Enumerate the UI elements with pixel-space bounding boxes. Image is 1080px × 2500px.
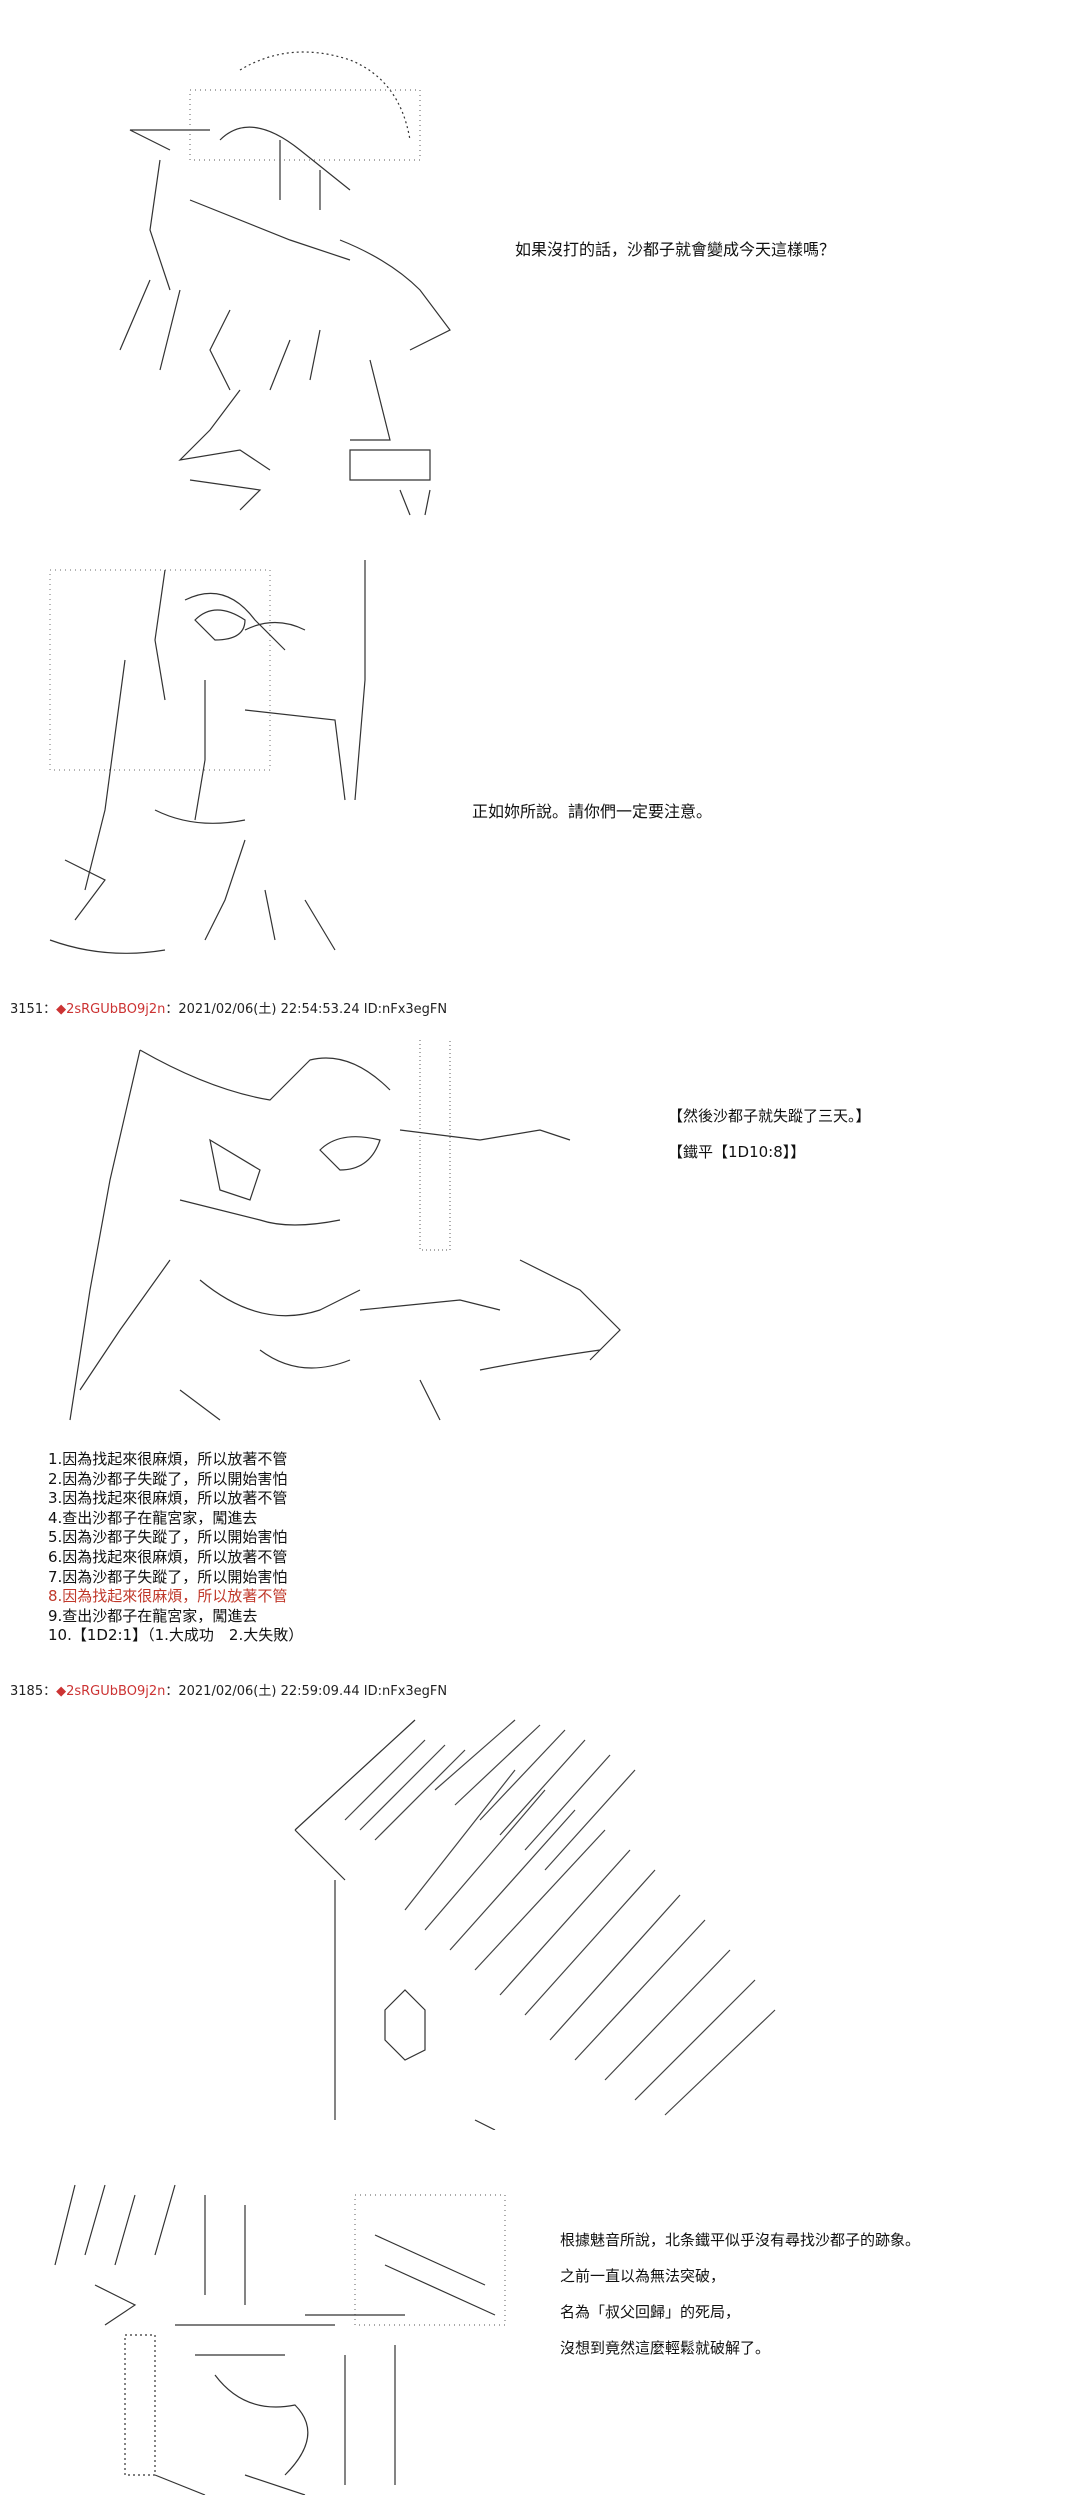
choice-item-4: 4.查出沙都子在龍宮家，闖進去 bbox=[48, 1508, 258, 1527]
post-3151-line-1: 【然後沙都子就失蹤了三天。】 bbox=[668, 1107, 871, 1125]
post-header-3151: 3151：◆2sRGUbBO9j2n：2021/02/06(土) 22:54:5… bbox=[10, 1002, 448, 1017]
choice-item-10: 10.【1D2:1】（1.大成功 2.大失敗） bbox=[48, 1626, 304, 1645]
post-date: 2021/02/06(土) 22:54:53.24 ID:nFx3egFN bbox=[178, 1002, 448, 1017]
post-header-3185: 3185：◆2sRGUbBO9j2n：2021/02/06(土) 22:59:0… bbox=[10, 1684, 448, 1699]
choice-item-5: 5.因為沙都子失蹤了，所以開始害怕 bbox=[48, 1528, 288, 1547]
narration-line-3: 名為「叔父回歸」的死局， bbox=[560, 2303, 741, 2321]
post-3151-line-2: 【鐵平【1D10:8】】 bbox=[668, 1143, 806, 1161]
narration-block: 根據魅音所說，北条鐵平似乎沒有尋找沙都子的跡象。 之前一直以為無法突破， 名為「… bbox=[560, 2222, 920, 2366]
narration-line-2: 之前一直以為無法突破， bbox=[560, 2267, 726, 2285]
post-number: 3185 bbox=[10, 1684, 44, 1699]
ascii-art-girl bbox=[90, 30, 490, 520]
trip-code[interactable]: ◆2sRGUbBO9j2n bbox=[56, 1684, 166, 1699]
post-date: 2021/02/06(土) 22:59:09.44 ID:nFx3egFN bbox=[178, 1684, 448, 1699]
narration-line-4: 沒想到竟然這麼輕鬆就破解了。 bbox=[560, 2339, 771, 2357]
choice-item-8-selected: 8.因為找起來很麻煩，所以放著不管 bbox=[48, 1587, 288, 1606]
ascii-art-house bbox=[285, 1710, 785, 2130]
choice-item-6: 6.因為找起來很麻煩，所以放著不管 bbox=[48, 1547, 288, 1566]
ascii-art-man-glasses bbox=[45, 560, 405, 960]
ascii-art-man-smirk bbox=[60, 1030, 650, 1430]
choice-item-9: 9.查出沙都子在龍宮家，闖進去 bbox=[48, 1606, 258, 1625]
choice-item-2: 2.因為沙都子失蹤了，所以開始害怕 bbox=[48, 1469, 288, 1488]
narration-line-1: 根據魅音所說，北条鐵平似乎沒有尋找沙都子的跡象。 bbox=[560, 2231, 921, 2249]
dialog-panel-2: 正如妳所說。請你們一定要注意。 bbox=[472, 802, 713, 821]
dialog-panel-1: 如果沒打的話，沙都子就會變成今天這樣嗎？ bbox=[515, 240, 836, 259]
trip-code[interactable]: ◆2sRGUbBO9j2n bbox=[56, 1002, 166, 1017]
choice-item-1: 1.因為找起來很麻煩，所以放著不管 bbox=[48, 1450, 288, 1468]
post-number: 3151 bbox=[10, 1002, 44, 1017]
choice-item-7: 7.因為沙都子失蹤了，所以開始害怕 bbox=[48, 1567, 288, 1586]
ascii-art-crowd bbox=[45, 2175, 515, 2495]
choice-item-3: 3.因為找起來很麻煩，所以放著不管 bbox=[48, 1489, 288, 1508]
choice-list: 1.因為找起來很麻煩，所以放著不管 2.因為沙都子失蹤了，所以開始害怕 3.因為… bbox=[48, 1450, 303, 1646]
